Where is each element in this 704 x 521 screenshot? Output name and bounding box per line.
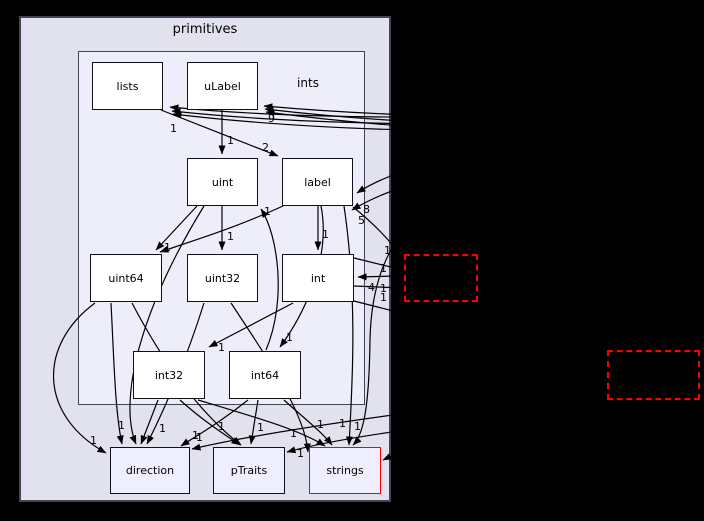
node-int64[interactable]: int64	[229, 351, 301, 399]
edge-label-to-strings	[343, 205, 354, 446]
edge-count-label: 1	[317, 418, 324, 431]
node-uint64[interactable]: uint64	[90, 254, 162, 302]
node-strings[interactable]: strings	[309, 447, 381, 494]
node-int32[interactable]: int32	[133, 351, 205, 399]
edge-count-label: 1	[170, 122, 177, 135]
edge-int64-to-strings	[283, 399, 333, 446]
edge-count-label: 4	[368, 281, 375, 294]
edge-uint64-to-direction	[52, 302, 107, 454]
cluster-primitives-label[interactable]: primitives	[172, 22, 238, 37]
edge-uint64-to-direction	[110, 302, 124, 445]
edge-int-to-external1	[353, 284, 404, 292]
edge-external-right-to-int	[357, 267, 704, 281]
edge-external-right-to-strings	[382, 417, 704, 461]
edge-count-label: 1	[227, 134, 234, 147]
edge-count-label: 1	[354, 420, 361, 433]
edge-count-label: 1	[257, 421, 264, 434]
edge-lists-to-label	[160, 109, 279, 157]
edge-external-right-to-uLabel	[264, 106, 704, 126]
edge-external-right-to-lists	[169, 104, 704, 118]
edge-count-label: 1	[164, 241, 171, 254]
edge-count-label: 1	[286, 331, 293, 344]
edge-label-to-external1	[352, 206, 403, 259]
node-uLabel[interactable]: uLabel	[187, 62, 258, 110]
edge-count-label: 1	[159, 422, 166, 435]
edge-count-label: 1	[227, 230, 234, 243]
edge-external-right-to-direction	[191, 377, 704, 451]
edge-count-label: 1	[218, 341, 225, 354]
node-external2[interactable]	[607, 350, 700, 400]
edge-external-right-to-lists	[172, 111, 704, 132]
edge-external-right-to-label	[356, 137, 704, 194]
edge-count-label: 1	[384, 244, 391, 257]
edge-count-label: 5	[358, 214, 365, 227]
edge-uint-to-uint64	[155, 205, 198, 251]
edge-uint-to-direction	[129, 205, 205, 445]
edge-count-label: 1	[218, 420, 225, 433]
edge-count-label: 1	[297, 447, 304, 460]
edge-external-right-to-uLabel	[265, 109, 704, 133]
node-pTraits[interactable]: pTraits	[213, 447, 285, 494]
edge-count-label: 1	[118, 419, 125, 432]
edge-int64-to-direction	[180, 399, 249, 447]
edge-count-label: 1	[322, 228, 329, 241]
edge-int-to-external2	[349, 299, 607, 368]
edge-count-label: 9	[268, 112, 275, 125]
edge-count-label: 1	[290, 427, 297, 440]
cluster-ints-label[interactable]: ints	[297, 76, 319, 90]
edge-int32-to-pTraits	[179, 399, 241, 446]
edge-count-label: 2	[262, 141, 269, 154]
node-direction[interactable]: direction	[110, 447, 190, 494]
edge-count-label: 1	[339, 417, 346, 430]
node-uint32[interactable]: uint32	[187, 254, 258, 302]
edge-external-right-to-lists	[171, 108, 704, 125]
node-label[interactable]: label	[282, 158, 353, 206]
edge-external-right-to-uLabel	[263, 103, 704, 118]
edge-count-label: 1	[196, 431, 203, 444]
edge-count-label: 1	[380, 291, 387, 304]
edge-int32-to-direction	[140, 399, 159, 445]
edge-int32-to-strings	[197, 399, 326, 447]
node-int[interactable]: int	[282, 254, 354, 302]
edge-int-to-int32	[208, 302, 294, 348]
edge-external-right-to-strings	[352, 132, 704, 446]
edge-external-right-to-label	[351, 147, 704, 211]
node-lists[interactable]: lists	[92, 62, 163, 110]
node-uint[interactable]: uint	[187, 158, 258, 206]
edge-count-label: 1	[90, 434, 97, 447]
node-external1[interactable]	[404, 254, 478, 302]
edge-count-label: 1	[192, 429, 199, 442]
edge-count-label: 1	[264, 205, 271, 218]
edge-external-right-to-pTraits	[286, 397, 704, 454]
edge-int64-to-uint	[260, 208, 279, 351]
edge-count-label: 1	[380, 282, 387, 295]
edge-count-label: 8	[363, 203, 370, 216]
edge-count-label: 1	[380, 262, 387, 275]
edge-int-to-external1	[353, 257, 404, 272]
